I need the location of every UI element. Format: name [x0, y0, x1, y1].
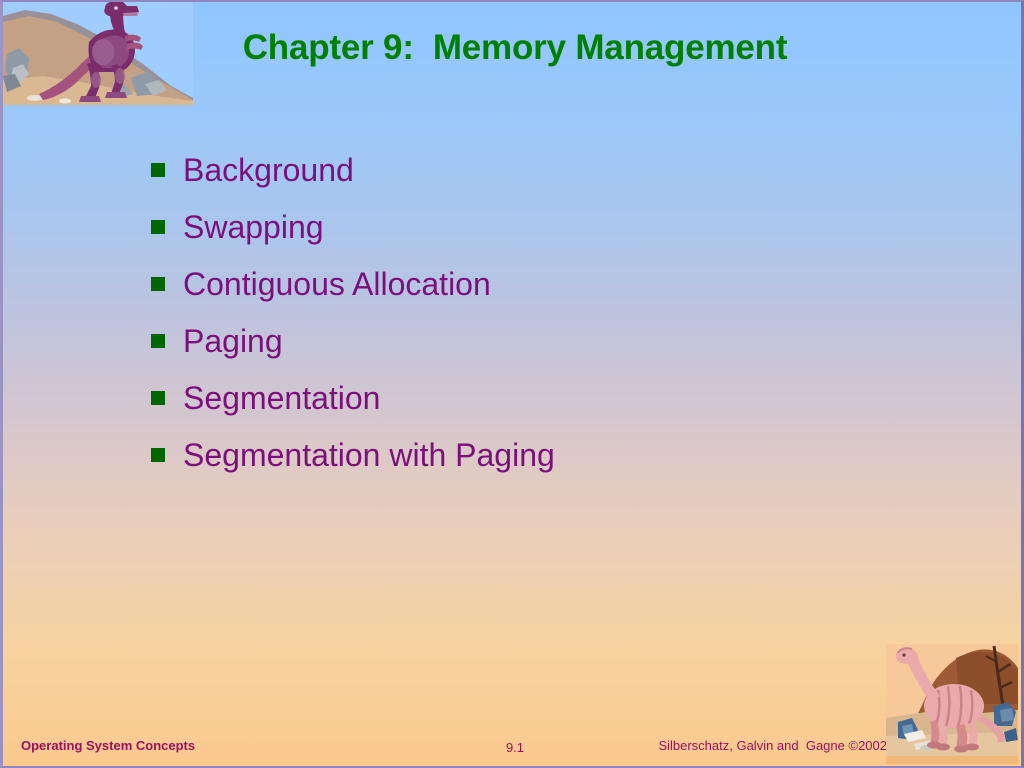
- list-item-label: Swapping: [183, 209, 324, 245]
- list-item: Segmentation with Paging: [151, 436, 911, 493]
- bullet-square-icon: [151, 334, 165, 348]
- list-item-label: Segmentation: [183, 380, 381, 416]
- list-item-label: Segmentation with Paging: [183, 437, 555, 473]
- list-item-label: Paging: [183, 323, 283, 359]
- list-item-label: Background: [183, 152, 354, 188]
- bullet-square-icon: [151, 163, 165, 177]
- footer-copyright: Silberschatz, Galvin and Gagne ©2002: [658, 738, 887, 753]
- bullet-square-icon: [151, 277, 165, 291]
- slide-title: Chapter 9: Memory Management: [242, 28, 788, 67]
- list-item: Swapping: [151, 208, 911, 265]
- bullet-square-icon: [151, 391, 165, 405]
- list-item: Background: [151, 151, 911, 208]
- list-item: Contiguous Allocation: [151, 265, 911, 322]
- bullet-square-icon: [151, 220, 165, 234]
- bullet-list: Background Swapping Contiguous Allocatio…: [151, 151, 911, 493]
- footer-book-title: Operating System Concepts: [21, 738, 196, 753]
- list-item-label: Contiguous Allocation: [183, 266, 491, 302]
- list-item: Segmentation: [151, 379, 911, 436]
- list-item: Paging: [151, 322, 911, 379]
- slide-number: 9.1: [505, 740, 525, 755]
- trex-on-hill-image: [3, 2, 193, 105]
- brontosaurus-on-hill-image: [886, 644, 1018, 764]
- bullet-square-icon: [151, 448, 165, 462]
